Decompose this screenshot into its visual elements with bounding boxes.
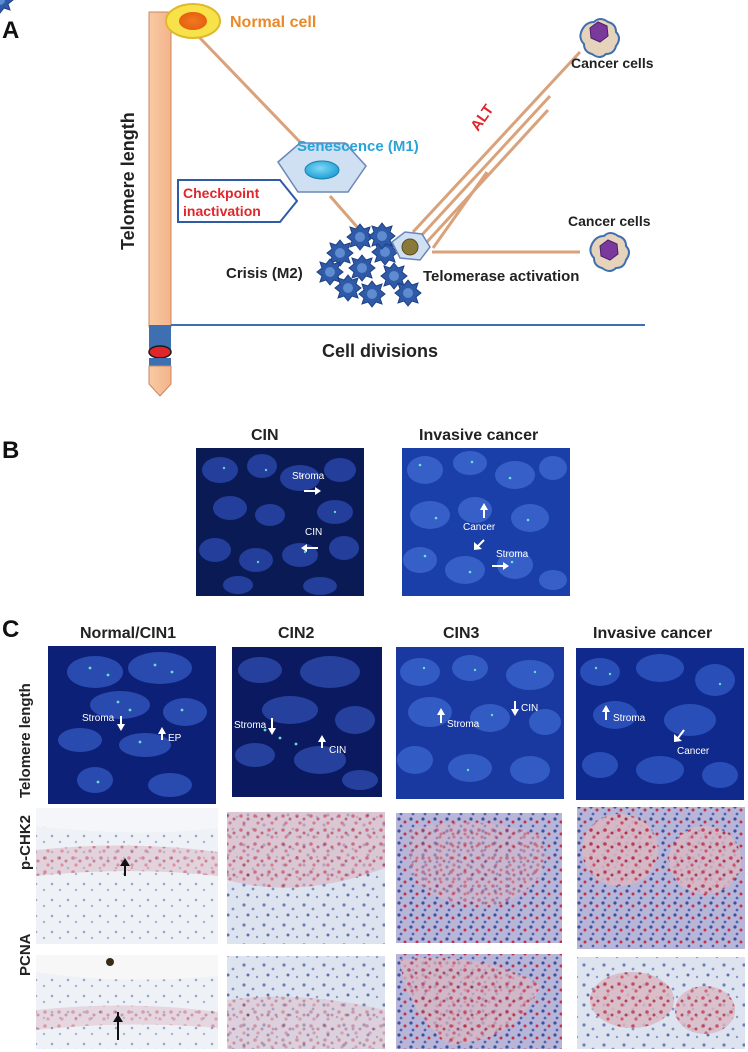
c3-stroma-label: Stroma: [447, 719, 480, 730]
panel-b-title-cin: CIN: [251, 427, 279, 444]
fish-c-col1: Stroma EP: [48, 646, 216, 804]
y-axis-label: Telomere length: [118, 112, 138, 250]
invasive-img-stroma-label: Stroma: [496, 549, 529, 560]
ihc-pcna-col3: [396, 954, 562, 1049]
ihc-pchk2-col1: [36, 808, 218, 944]
panel-b-title-invasive: Invasive cancer: [419, 427, 538, 444]
c2-stroma-label: Stroma: [234, 720, 267, 731]
decline-line-2: [328, 195, 360, 229]
panel-b-letter: B: [2, 437, 19, 464]
telomerase-label: Telomerase activation: [423, 268, 579, 285]
fish-c-col4: Stroma Cancer: [576, 648, 744, 800]
ihc-pcna-col2: [227, 956, 385, 1049]
decline-line-1: [198, 36, 302, 144]
c1-ep-label: EP: [168, 733, 182, 744]
cancer-cell-mid-icon: [589, 232, 630, 272]
arrow-marker-icon: [120, 858, 130, 866]
alt-label: ALT: [467, 102, 497, 135]
c3-cin-label: CIN: [521, 703, 538, 714]
crisis-cells: [0, 0, 422, 308]
cancer-cells-top-label: Cancer cells: [571, 55, 654, 71]
c1-stroma-label: Stroma: [82, 713, 115, 724]
ihc-pcna-col1: [36, 955, 218, 1049]
fish-c-col2: Stroma CIN: [232, 647, 382, 797]
ihc-pcna-col4: [577, 957, 745, 1049]
column-header-cin3: CIN3: [443, 625, 480, 642]
column-header-normal-cin1: Normal/CIN1: [80, 625, 176, 642]
crisis-cell-icon: [0, 0, 14, 14]
c2-cin-label: CIN: [329, 745, 346, 756]
c4-stroma-label: Stroma: [613, 713, 646, 724]
checkpoint-arrow-box: [177, 179, 299, 223]
alt-lines: [411, 50, 582, 249]
checkpoint-label-line2: inactivation: [183, 203, 261, 219]
cin-img-cin-label: CIN: [305, 527, 322, 538]
x-axis-label: Cell divisions: [322, 341, 438, 361]
ihc-pchk2-col2: [227, 812, 385, 944]
row-label-telomere-length: Telomere length: [17, 683, 34, 798]
centromere-icon: [148, 345, 172, 359]
row-label-pcna: PCNA: [17, 933, 34, 976]
panel-c-letter: C: [2, 616, 19, 643]
chromosome-bar: [148, 11, 172, 397]
invasive-img-cancer-label: Cancer: [463, 522, 496, 533]
panel-b: B CIN Invasive cancer: [2, 427, 570, 596]
panel-a: A Normal cell Telomere length Senescence…: [0, 0, 654, 397]
ihc-pchk2-col4: [577, 807, 745, 949]
senescence-label: Senescence (M1): [297, 138, 419, 155]
ihc-pchk2-col3: [396, 813, 562, 943]
panel-a-letter: A: [2, 17, 19, 44]
c4-cancer-label: Cancer: [677, 746, 710, 757]
fish-c-col3: Stroma CIN: [396, 647, 564, 799]
fish-image-cin: Stroma CIN: [196, 448, 364, 596]
column-header-invasive: Invasive cancer: [593, 625, 712, 642]
panel-c: C Normal/CIN1 CIN2 CIN3 Invasive cancer …: [2, 616, 745, 1049]
cancer-cell-top-icon: [579, 18, 620, 58]
row-label-p-chk2: p-CHK2: [17, 815, 34, 870]
fish-image-invasive: Cancer Stroma: [402, 448, 570, 596]
crisis-label: Crisis (M2): [226, 265, 303, 282]
cancer-cells-mid-label: Cancer cells: [568, 213, 651, 229]
arrow-marker-icon: [113, 1014, 123, 1022]
column-header-cin2: CIN2: [278, 625, 315, 642]
normal-cell-label: Normal cell: [230, 14, 316, 31]
cin-img-stroma-label: Stroma: [292, 471, 325, 482]
checkpoint-label-line1: Checkpoint: [183, 185, 260, 201]
